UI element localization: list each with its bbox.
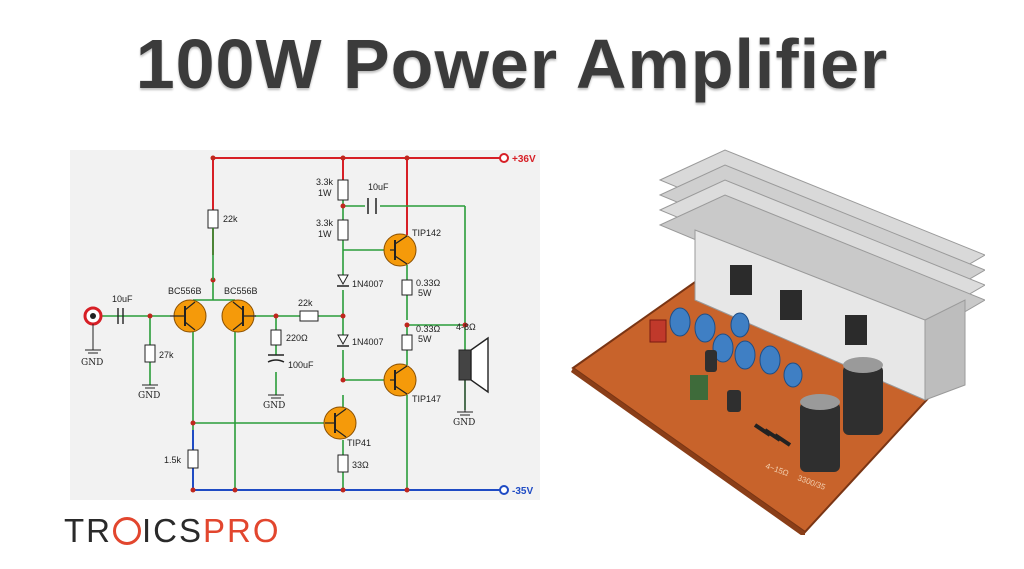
q1-label: BC556B bbox=[168, 286, 202, 296]
chip-icon bbox=[113, 517, 141, 545]
res-1k5-label: 1.5k bbox=[164, 455, 182, 465]
transistor-q1-icon bbox=[170, 299, 207, 333]
junction-dots bbox=[147, 155, 468, 493]
re1-label: 0.33Ω bbox=[416, 278, 441, 288]
resistor-22k-top-icon bbox=[207, 209, 219, 229]
negative-rail-label: -35V bbox=[512, 486, 533, 497]
re2-label: 0.33Ω bbox=[416, 324, 441, 334]
res-22k-top-label: 22k bbox=[223, 214, 238, 224]
input-jack-icon bbox=[83, 306, 103, 354]
tip41-label: TIP41 bbox=[347, 438, 371, 448]
resistor-3k3-a-icon bbox=[337, 179, 349, 201]
red-capacitor-icon bbox=[649, 319, 667, 343]
transistor-q2-icon bbox=[221, 299, 256, 333]
input-cap-label: 10uF bbox=[112, 294, 133, 304]
blue-capacitor-icons bbox=[669, 307, 803, 388]
diode-1-label: 1N4007 bbox=[352, 279, 384, 289]
diode-icons bbox=[753, 423, 792, 447]
gnd-label-3: GND bbox=[263, 401, 285, 411]
transistor-tip41-icon bbox=[323, 406, 357, 440]
res-3k3-b-label: 3.3k bbox=[316, 218, 334, 228]
res-27k-label: 27k bbox=[159, 350, 174, 360]
resistor-3k3-b-icon bbox=[337, 219, 349, 241]
speaker-label: 4-8Ω bbox=[456, 322, 476, 332]
gnd-label-input: GND bbox=[81, 358, 103, 368]
speaker-icon bbox=[457, 336, 489, 416]
res-220-label: 220Ω bbox=[286, 333, 308, 343]
transistor-tip147-icon bbox=[383, 363, 417, 397]
capacitor-bootstrap-icon bbox=[367, 198, 377, 214]
tip142-label: TIP142 bbox=[412, 228, 441, 238]
res-22k-feedback-label: 22k bbox=[298, 298, 313, 308]
logo-part-2: ICS bbox=[142, 512, 204, 549]
amplifier-schematic: +36V -35V bbox=[70, 150, 540, 500]
tronicspro-logo: TR ICSPRO bbox=[64, 512, 281, 550]
ground-icon-3 bbox=[268, 394, 284, 399]
signal-wiring bbox=[100, 200, 466, 490]
power-transistor-icons bbox=[730, 265, 867, 345]
res-3k3-b-watt: 1W bbox=[318, 229, 332, 239]
resistor-22k-feedback-icon bbox=[299, 310, 319, 322]
diode-2-label: 1N4007 bbox=[352, 337, 384, 347]
input-capacitor-icon bbox=[117, 308, 124, 324]
negative-terminal bbox=[499, 485, 509, 495]
positive-terminal bbox=[499, 153, 509, 163]
re1-watt: 5W bbox=[418, 288, 432, 298]
electrolytic-capacitor-icons bbox=[705, 350, 883, 472]
positive-rail-label: +36V bbox=[512, 154, 536, 165]
diode-2-icon bbox=[337, 334, 349, 347]
ground-icon-2 bbox=[142, 384, 158, 389]
resistor-27k-icon bbox=[144, 344, 156, 363]
re2-watt: 5W bbox=[418, 334, 432, 344]
resistor-33-icon bbox=[337, 454, 349, 473]
res-3k3-a-watt: 1W bbox=[318, 188, 332, 198]
q2-label: BC556B bbox=[224, 286, 258, 296]
gnd-label-4: GND bbox=[453, 418, 475, 428]
logo-part-1: TR bbox=[64, 512, 112, 549]
capacitor-100uf-icon bbox=[267, 354, 285, 363]
cap-boot-label: 10uF bbox=[368, 182, 389, 192]
page-title: 100W Power Amplifier bbox=[135, 25, 889, 103]
resistor-re2-icon bbox=[401, 334, 413, 351]
amplifier-board-photo: 4~15Ω 3300/35 bbox=[571, 149, 985, 535]
diode-1-icon bbox=[337, 274, 349, 287]
res-3k3-a-label: 3.3k bbox=[316, 177, 334, 187]
resistor-re1-icon bbox=[401, 279, 413, 296]
res-33-label: 33Ω bbox=[352, 460, 369, 470]
logo-part-3: PRO bbox=[203, 512, 281, 549]
transistor-tip142-icon bbox=[383, 233, 417, 267]
gnd-label-2: GND bbox=[138, 391, 160, 401]
green-component-icon bbox=[690, 375, 708, 400]
pcb-edge bbox=[571, 368, 805, 535]
resistor-1k5-icon bbox=[187, 449, 199, 469]
resistor-220-icon bbox=[270, 329, 282, 346]
cap-100uf-label: 100uF bbox=[288, 360, 314, 370]
tip147-label: TIP147 bbox=[412, 394, 441, 404]
